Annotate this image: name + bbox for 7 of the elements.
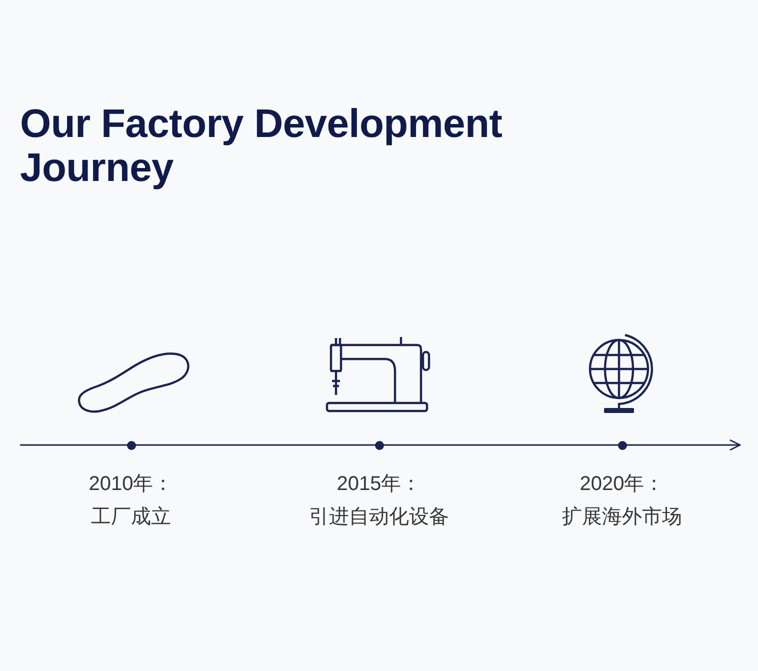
year-label: 2015年： bbox=[336, 472, 422, 497]
year-label: 2020年： bbox=[580, 472, 664, 497]
event-label: 扩展海外市场 bbox=[562, 505, 682, 530]
year-label: 2010年： bbox=[88, 472, 174, 497]
title: Our Factory Development Journey bbox=[20, 102, 504, 190]
event-label: 工厂成立 bbox=[91, 505, 171, 530]
event-label: 引进自动化设备 bbox=[309, 505, 449, 530]
